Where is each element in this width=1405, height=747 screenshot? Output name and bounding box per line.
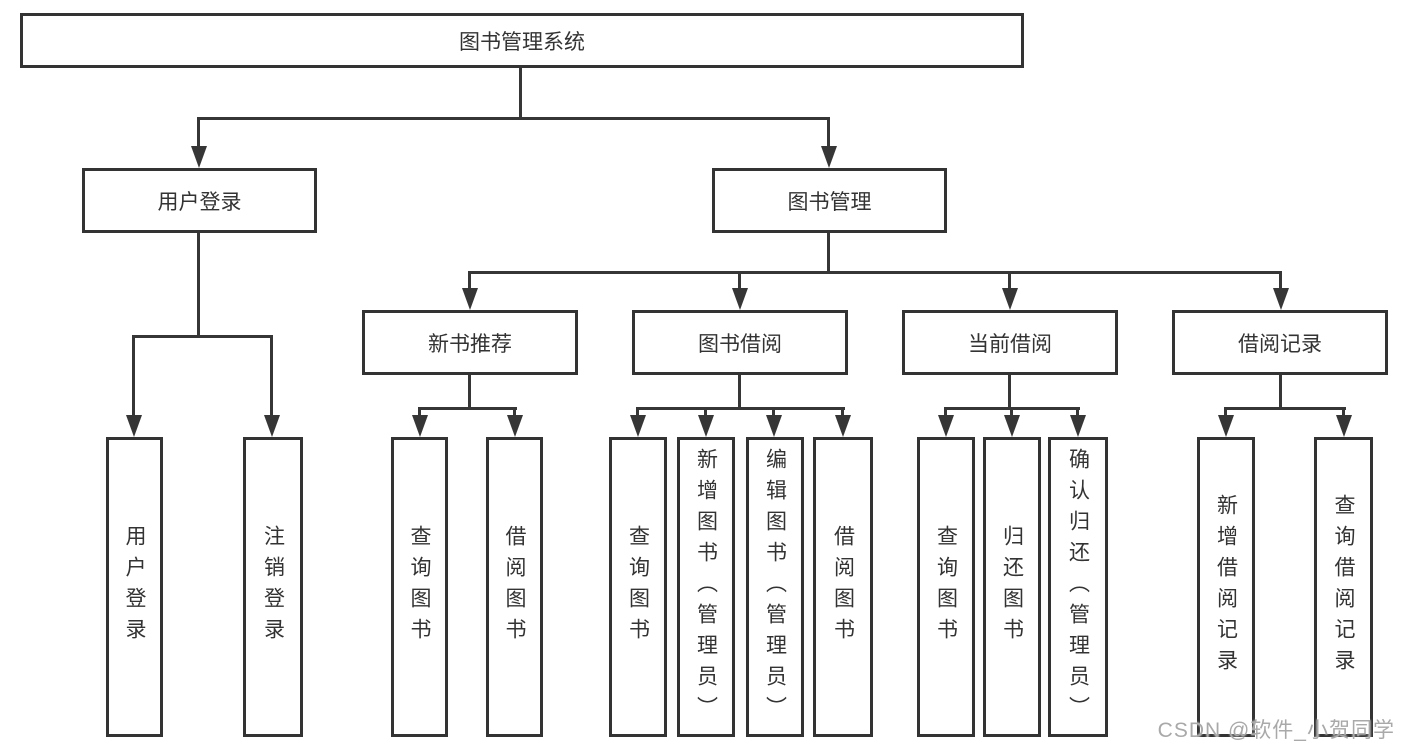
- arrow-down-icon: [835, 415, 851, 437]
- arrow-down-icon: [766, 415, 782, 437]
- node-label: 图书借阅: [698, 332, 782, 356]
- connector-stub: [944, 407, 947, 418]
- arrow-down-icon: [1273, 288, 1289, 310]
- node-label: 注销登录: [261, 525, 285, 649]
- arrow-down-icon: [507, 415, 523, 437]
- arrow-down-icon: [1218, 415, 1234, 437]
- node-label: 图书管理系统: [459, 30, 585, 54]
- arrow-down-icon: [191, 146, 207, 168]
- connector-level3-rail: [468, 271, 1282, 274]
- connector-rail: [636, 407, 845, 410]
- watermark: CSDN @软件_小贺同学: [1157, 719, 1395, 742]
- connector-stub: [270, 335, 273, 417]
- leaf-query-books-borrow: 查询图书: [609, 437, 667, 737]
- connector-stub: [468, 271, 471, 291]
- node-label: 新增图书（管理员）: [694, 447, 718, 727]
- arrow-down-icon: [1002, 288, 1018, 310]
- leaf-logout: 注销登录: [243, 437, 303, 737]
- node-label: 编辑图书（管理员）: [763, 447, 787, 727]
- leaf-return-books: 归还图书: [983, 437, 1041, 737]
- node-label: 新增借阅记录: [1214, 494, 1238, 680]
- leaf-borrow-books-recommend: 借阅图书: [486, 437, 543, 737]
- node-label: 归还图书: [1000, 525, 1024, 649]
- connector-stub: [1076, 407, 1079, 418]
- node-label: 图书管理: [787, 190, 872, 214]
- arrow-down-icon: [412, 415, 428, 437]
- leaf-query-books-recommend: 查询图书: [391, 437, 448, 737]
- connector-stub: [841, 407, 844, 418]
- arrow-down-icon: [1336, 415, 1352, 437]
- node-label: 查询图书: [408, 525, 431, 649]
- connector-stem: [1008, 375, 1011, 409]
- node-label: 查询借阅记录: [1332, 494, 1355, 680]
- arrow-down-icon: [821, 146, 837, 168]
- connector-stub: [738, 271, 741, 291]
- leaf-borrow-books: 借阅图书: [813, 437, 873, 737]
- connector-stub: [132, 335, 135, 417]
- connector-stub: [513, 407, 516, 418]
- arrow-down-icon: [732, 288, 748, 310]
- arrow-down-icon: [1070, 415, 1086, 437]
- connector-stub: [827, 117, 830, 149]
- connector-stub: [1342, 407, 1345, 418]
- node-label: 查询图书: [626, 525, 650, 649]
- connector-book-mgmt-stem: [827, 233, 830, 273]
- node-label: 当前借阅: [968, 332, 1052, 356]
- leaf-edit-books-admin: 编辑图书（管理员）: [746, 437, 804, 737]
- connector-level2-rail: [197, 117, 830, 120]
- connector-stub: [1224, 407, 1227, 418]
- connector-stem: [738, 375, 741, 409]
- arrow-down-icon: [630, 415, 646, 437]
- connector-stub: [704, 407, 707, 418]
- node-label: 借阅图书: [503, 525, 526, 649]
- leaf-add-borrow-record: 新增借阅记录: [1197, 437, 1255, 737]
- node-label: 用户登录: [157, 190, 242, 214]
- connector-stub: [197, 117, 200, 149]
- node-new-book-recommendation: 新书推荐: [362, 310, 578, 375]
- node-label: 借阅图书: [831, 525, 855, 649]
- connector-stub: [418, 407, 421, 418]
- connector-stem: [1279, 375, 1282, 409]
- arrow-down-icon: [126, 415, 142, 437]
- arrow-down-icon: [264, 415, 280, 437]
- connector-user-login-rail: [132, 335, 273, 338]
- node-borrowing-records: 借阅记录: [1172, 310, 1388, 375]
- leaf-add-books-admin: 新增图书（管理员）: [677, 437, 735, 737]
- node-library-system: 图书管理系统: [20, 13, 1024, 68]
- node-current-borrowing: 当前借阅: [902, 310, 1118, 375]
- connector-stem: [468, 375, 471, 409]
- node-book-management: 图书管理: [712, 168, 947, 233]
- node-label: 用户登录: [123, 525, 146, 649]
- node-label: 借阅记录: [1238, 332, 1322, 356]
- connector-stub: [1279, 271, 1282, 291]
- connector-stub: [1008, 271, 1011, 291]
- connector-rail: [418, 407, 517, 410]
- leaf-confirm-return-admin: 确认归还（管理员）: [1048, 437, 1108, 737]
- leaf-user-login: 用户登录: [106, 437, 163, 737]
- arrow-down-icon: [698, 415, 714, 437]
- leaf-query-borrow-record: 查询借阅记录: [1314, 437, 1373, 737]
- arrow-down-icon: [462, 288, 478, 310]
- node-label: 查询图书: [934, 525, 958, 649]
- connector-user-login-stem: [197, 233, 200, 337]
- arrow-down-icon: [1004, 415, 1020, 437]
- node-book-borrowing: 图书借阅: [632, 310, 848, 375]
- connector-stub: [772, 407, 775, 418]
- connector-root-stem: [519, 68, 522, 120]
- connector-stub: [636, 407, 639, 418]
- node-label: 新书推荐: [428, 332, 512, 356]
- connector-stub: [1010, 407, 1013, 418]
- node-user-login: 用户登录: [82, 168, 317, 233]
- connector-rail: [1224, 407, 1346, 410]
- node-label: 确认归还（管理员）: [1066, 447, 1090, 727]
- arrow-down-icon: [938, 415, 954, 437]
- leaf-query-books-current: 查询图书: [917, 437, 975, 737]
